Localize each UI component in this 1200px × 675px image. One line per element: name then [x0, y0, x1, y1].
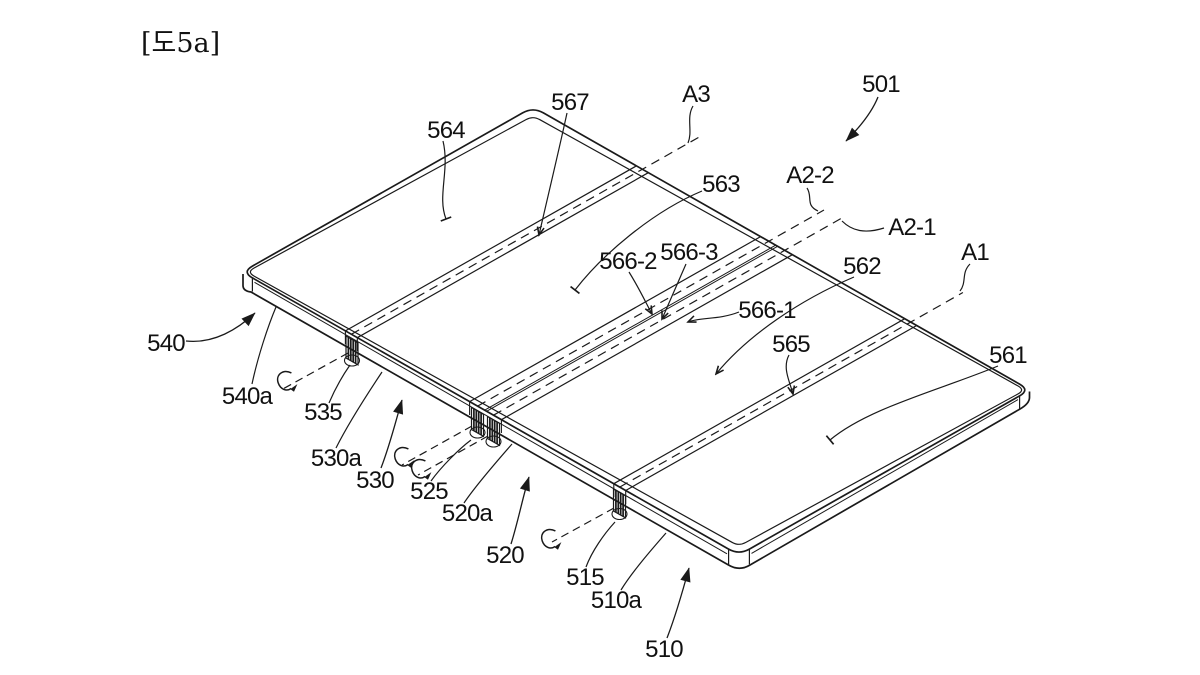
- label-510: 510: [645, 636, 683, 663]
- panel-bezel-line: [249, 117, 1023, 545]
- label-525: 525: [410, 478, 448, 505]
- side-face-line-right: [751, 399, 1019, 554]
- leader-565: [785, 354, 793, 394]
- leader-501: [845, 96, 879, 142]
- leader-a1: [959, 263, 971, 292]
- label-a2-2: A2-2: [786, 162, 834, 189]
- label-540: 540: [147, 330, 185, 357]
- label-530a: 530a: [311, 445, 363, 472]
- rotation-arrow-515: [539, 526, 564, 554]
- label-566-2: 566-2: [599, 248, 657, 275]
- label-a3: A3: [682, 81, 710, 108]
- leader-510: [666, 567, 691, 639]
- label-520a: 520a: [442, 500, 494, 527]
- label-501: 501: [862, 71, 900, 98]
- rotation-arrow-525-left: [392, 444, 417, 472]
- label-535: 535: [304, 399, 342, 426]
- panel-outer-outline: [246, 109, 1026, 553]
- label-510a: 510a: [591, 587, 643, 614]
- leader-a2-2: [806, 187, 819, 212]
- label-515: 515: [566, 564, 604, 591]
- label-520: 520: [486, 542, 524, 569]
- label-561: 561: [989, 342, 1027, 369]
- leader-563: [570, 190, 703, 295]
- leader-540a: [251, 306, 277, 385]
- leader-535: [328, 364, 351, 404]
- hinge-block-535: [343, 334, 361, 367]
- leader-520: [510, 476, 530, 545]
- label-a2-1: A2-1: [888, 214, 936, 241]
- leader-566-3: [662, 263, 687, 319]
- leader-530a: [335, 371, 383, 449]
- leader-566-1: [688, 311, 740, 322]
- leader-567: [539, 112, 568, 235]
- leader-515: [585, 521, 616, 568]
- leader-562: [716, 276, 855, 374]
- label-563: 563: [702, 171, 740, 198]
- leader-510a: [620, 532, 667, 591]
- leader-530: [380, 399, 404, 469]
- label-530: 530: [356, 467, 394, 494]
- hinge-block-515: [611, 487, 628, 521]
- label-566-1: 566-1: [738, 297, 796, 324]
- label-562: 562: [843, 253, 881, 280]
- panel-side-faces: [242, 274, 1031, 570]
- figure-title: [도5a]: [141, 28, 220, 59]
- label-a1: A1: [961, 239, 989, 266]
- fold-axis-a3-dashed: [351, 136, 700, 335]
- leader-lines: [185, 96, 999, 639]
- reference-numeral-labels: 564 567 A3 501 563 A2-2 A2-1 566-2 566-3…: [147, 71, 1028, 663]
- leader-a3: [687, 105, 694, 144]
- rotation-arrow-535: [275, 368, 300, 396]
- label-567: 567: [551, 89, 589, 116]
- label-564: 564: [427, 117, 465, 144]
- label-540a: 540a: [222, 383, 274, 410]
- leader-520a: [463, 443, 513, 504]
- hinge-block-525-right: [485, 415, 502, 448]
- label-565: 565: [772, 331, 810, 358]
- leader-525: [430, 439, 472, 482]
- leader-561: [825, 365, 999, 445]
- panel-bottom-silhouette: [242, 274, 1031, 570]
- fold-strip-a3: [345, 136, 700, 339]
- leader-566-2: [628, 271, 652, 314]
- leader-540: [185, 312, 256, 343]
- label-566-3: 566-3: [660, 239, 718, 266]
- leader-a2-1: [841, 220, 885, 232]
- leader-564: [440, 140, 452, 222]
- hinge-block-525-left: [469, 406, 486, 439]
- panel-top-surface: [246, 109, 1026, 553]
